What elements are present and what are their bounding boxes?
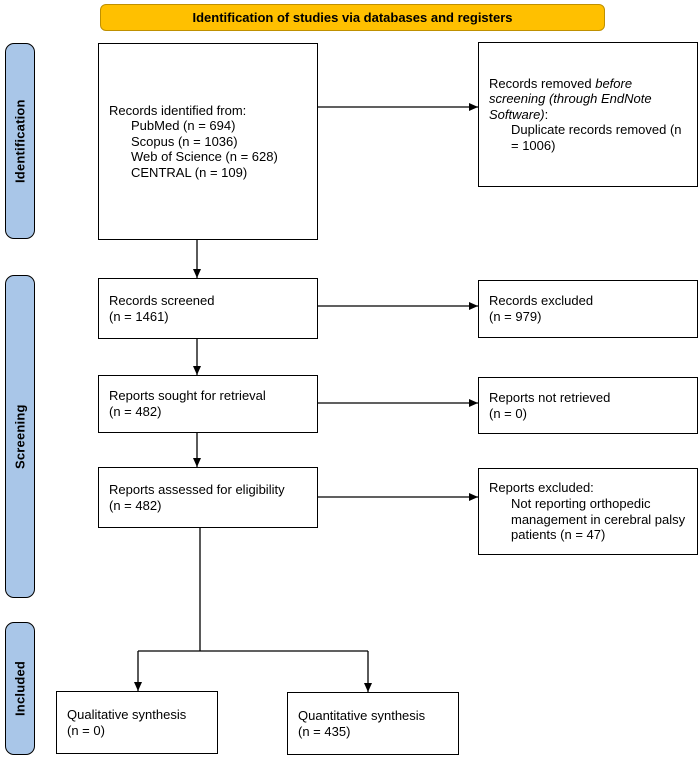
banner-title: Identification of studies via databases … bbox=[192, 10, 513, 25]
box-qualitative-synthesis: Qualitative synthesis (n = 0) bbox=[56, 691, 218, 754]
box-label: Qualitative synthesis bbox=[67, 706, 187, 722]
box-label: Reports sought for retrieval bbox=[109, 388, 266, 404]
box-reports-not-retrieved: Reports not retrieved (n = 0) bbox=[478, 377, 698, 434]
box-count: (n = 979) bbox=[489, 309, 542, 324]
source-central: CENTRAL (n = 109) bbox=[131, 164, 248, 180]
box-count: (n = 435) bbox=[298, 723, 351, 739]
box-label: Reports not retrieved bbox=[489, 389, 611, 405]
box-reports-assessed: Reports assessed for eligibility (n = 48… bbox=[98, 467, 318, 528]
box-reports-excluded: Reports excluded: Not reporting orthoped… bbox=[478, 468, 698, 555]
stage-label-identification: Identification bbox=[5, 43, 35, 239]
box-records-identified: Records identified from: PubMed (n = 694… bbox=[98, 43, 318, 240]
banner-identification-via-databases: Identification of studies via databases … bbox=[100, 4, 605, 31]
box-label: Reports excluded: bbox=[489, 480, 594, 496]
reason-not-orthopedic: Not reporting orthopedic management in c… bbox=[511, 495, 686, 543]
box-label: Quantitative synthesis bbox=[298, 707, 426, 723]
box-label: Records removed before screening (throug… bbox=[489, 75, 652, 122]
box-label: Records excluded bbox=[489, 293, 594, 309]
source-scopus: Scopus (n = 1036) bbox=[131, 133, 238, 149]
box-count: (n = 0) bbox=[67, 722, 105, 738]
box-reports-sought: Reports sought for retrieval (n = 482) bbox=[98, 375, 318, 433]
box-label: Records screened bbox=[109, 292, 215, 308]
box-quantitative-synthesis: Quantitative synthesis (n = 435) bbox=[287, 692, 459, 755]
box-label-italic: before screening (through EndNote Softwa… bbox=[489, 75, 652, 122]
reason-duplicates: Duplicate records removed (n = 1006) bbox=[511, 122, 682, 153]
box-label: Records identified from: bbox=[109, 102, 247, 118]
source-web-of-science: Web of Science (n = 628) bbox=[131, 149, 278, 165]
connector-assessed-split bbox=[138, 528, 368, 652]
stage-label-screening: Screening bbox=[5, 275, 35, 598]
box-label: Reports assessed for eligibility bbox=[109, 481, 285, 497]
box-records-excluded: Records excluded (n = 979) bbox=[478, 280, 698, 338]
box-count: (n = 482) bbox=[109, 404, 162, 419]
box-count: (n = 1461) bbox=[109, 308, 169, 324]
box-records-removed: Records removed before screening (throug… bbox=[478, 42, 698, 187]
source-pubmed: PubMed (n = 694) bbox=[131, 118, 236, 134]
box-count: (n = 482) bbox=[109, 497, 162, 513]
stage-label-included: Included bbox=[5, 622, 35, 755]
box-count: (n = 0) bbox=[489, 405, 527, 421]
box-records-screened: Records screened (n = 1461) bbox=[98, 278, 318, 339]
